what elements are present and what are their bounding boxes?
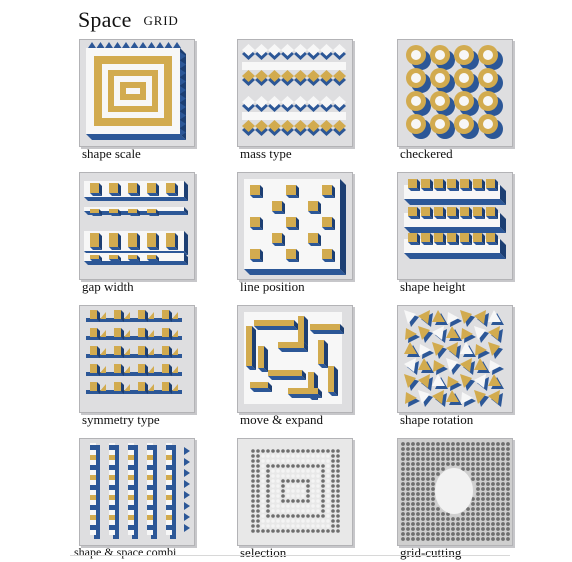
panel-checkered	[397, 39, 517, 148]
stripes-combi-icon	[79, 438, 195, 546]
panel-shape-space-combi	[79, 438, 199, 547]
symmetry-type-icon	[79, 305, 195, 413]
panel-move-expand	[237, 305, 357, 414]
panel-line-position	[237, 172, 357, 281]
zigzag-mass-icon	[237, 39, 353, 147]
label-checkered: checkered	[400, 146, 453, 162]
checkered-rings-icon	[397, 39, 513, 147]
label-line-position: line position	[240, 279, 305, 295]
panel-mass-type	[237, 39, 357, 148]
label-shape-height: shape height	[400, 279, 465, 295]
bottom-divider	[70, 555, 510, 556]
panel-selection	[237, 438, 357, 547]
title-sub: GRID	[144, 13, 179, 28]
label-shape-rotation: shape rotation	[400, 412, 473, 428]
label-move-expand: move & expand	[240, 412, 323, 428]
label-shape-space-combi: shape & space combi	[74, 545, 176, 560]
gap-width-icon	[79, 172, 195, 280]
page-title: Space GRID	[78, 7, 179, 37]
label-gap-width: gap width	[82, 279, 134, 295]
panel-grid-cutting	[397, 438, 517, 547]
title-main: Space	[78, 7, 132, 32]
move-expand-icon	[237, 305, 353, 413]
panel-shape-rotation	[397, 305, 517, 414]
panel-shape-scale	[79, 39, 199, 148]
shape-rotation-icon	[397, 305, 513, 413]
line-position-icon	[237, 172, 353, 280]
selection-grid-icon	[237, 438, 353, 546]
label-symmetry-type: symmetry type	[82, 412, 160, 428]
concentric-squares-icon	[79, 39, 195, 147]
label-grid-cutting: grid-cutting	[400, 545, 461, 561]
label-selection: selection	[240, 545, 286, 561]
label-shape-scale: shape scale	[82, 146, 141, 162]
panel-shape-height	[397, 172, 517, 281]
grid-cutting-icon	[397, 438, 513, 546]
panel-gap-width	[79, 172, 199, 281]
panel-symmetry-type	[79, 305, 199, 414]
label-mass-type: mass type	[240, 146, 292, 162]
shape-height-icon	[397, 172, 513, 280]
